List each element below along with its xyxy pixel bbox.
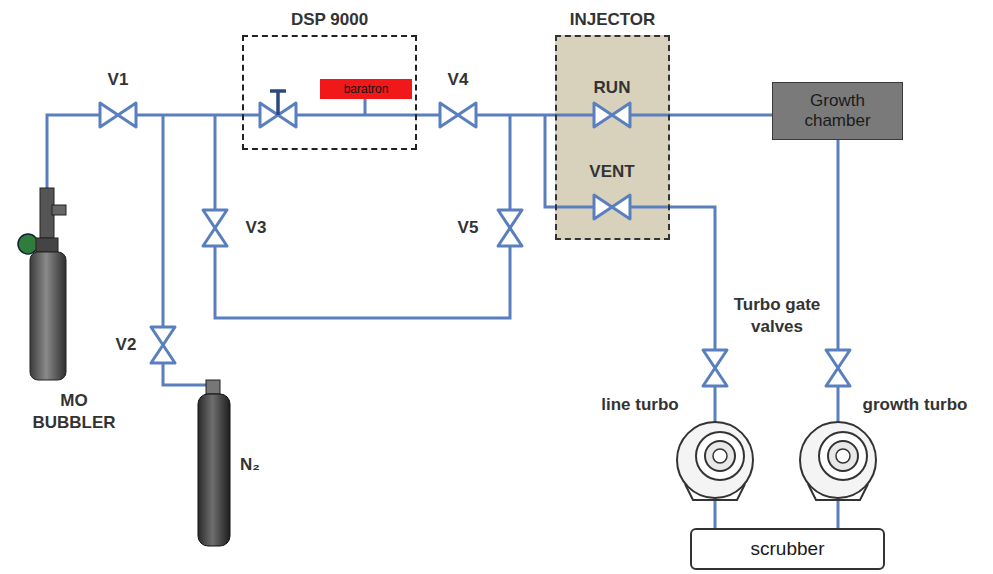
part-label: line turbo xyxy=(601,394,678,416)
part-label: V5 xyxy=(458,217,479,239)
equipment-label: MO BUBBLER xyxy=(29,390,119,434)
part-label: V3 xyxy=(246,217,267,239)
baratron-gauge: baratron xyxy=(320,79,412,99)
part-label: VENT xyxy=(589,161,634,183)
bubbler-neck xyxy=(36,238,58,252)
bubbler-port xyxy=(52,205,66,215)
gas-lines xyxy=(47,97,670,385)
turbo-pump xyxy=(800,422,876,500)
n2-valve xyxy=(206,380,220,394)
valve-symbol xyxy=(594,103,630,127)
turbo-pump xyxy=(677,422,753,500)
n2-cylinder xyxy=(198,380,230,546)
bubbler-cylinder xyxy=(30,252,66,380)
valve-symbol xyxy=(203,210,227,246)
gas-line-connector xyxy=(670,114,772,117)
injector-box: INJECTOR xyxy=(555,35,670,240)
part-label: V4 xyxy=(448,69,469,91)
valve-symbol xyxy=(703,350,727,386)
node-text: baratron xyxy=(344,82,389,96)
injector-fill xyxy=(555,35,670,240)
bubbler-knob xyxy=(18,234,38,254)
part-label: RUN xyxy=(594,77,631,99)
scrubber-box: scrubber xyxy=(690,528,885,570)
part-label: N₂ xyxy=(240,454,260,476)
needle-valve xyxy=(260,91,296,127)
vent-line xyxy=(545,115,670,207)
part-label: growth turbo xyxy=(863,394,968,416)
growth-chamber-box: Growth chamber xyxy=(772,82,903,140)
part-label: V2 xyxy=(116,334,137,356)
controller-box: DSP 9000baratron xyxy=(242,35,417,150)
valve-symbol xyxy=(498,210,522,246)
node-text: scrubber xyxy=(751,538,825,561)
group-heading: INJECTOR xyxy=(537,10,688,30)
bypass-line xyxy=(215,115,510,318)
group-heading: DSP 9000 xyxy=(224,10,435,30)
valve-symbol xyxy=(826,350,850,386)
gas-line-connector xyxy=(417,114,555,117)
valve-symbol xyxy=(594,195,630,219)
valve-symbol xyxy=(440,103,476,127)
mo-bubbler xyxy=(18,188,66,380)
valve-symbol xyxy=(100,103,136,127)
n2-line xyxy=(163,115,213,385)
valve-symbol xyxy=(151,327,175,363)
node-text: Growth chamber xyxy=(782,91,894,132)
n2-body xyxy=(198,394,230,546)
baratron-tap xyxy=(364,97,367,115)
equipment-label: Turbo gate valves xyxy=(727,294,827,338)
part-label: V1 xyxy=(108,69,129,91)
